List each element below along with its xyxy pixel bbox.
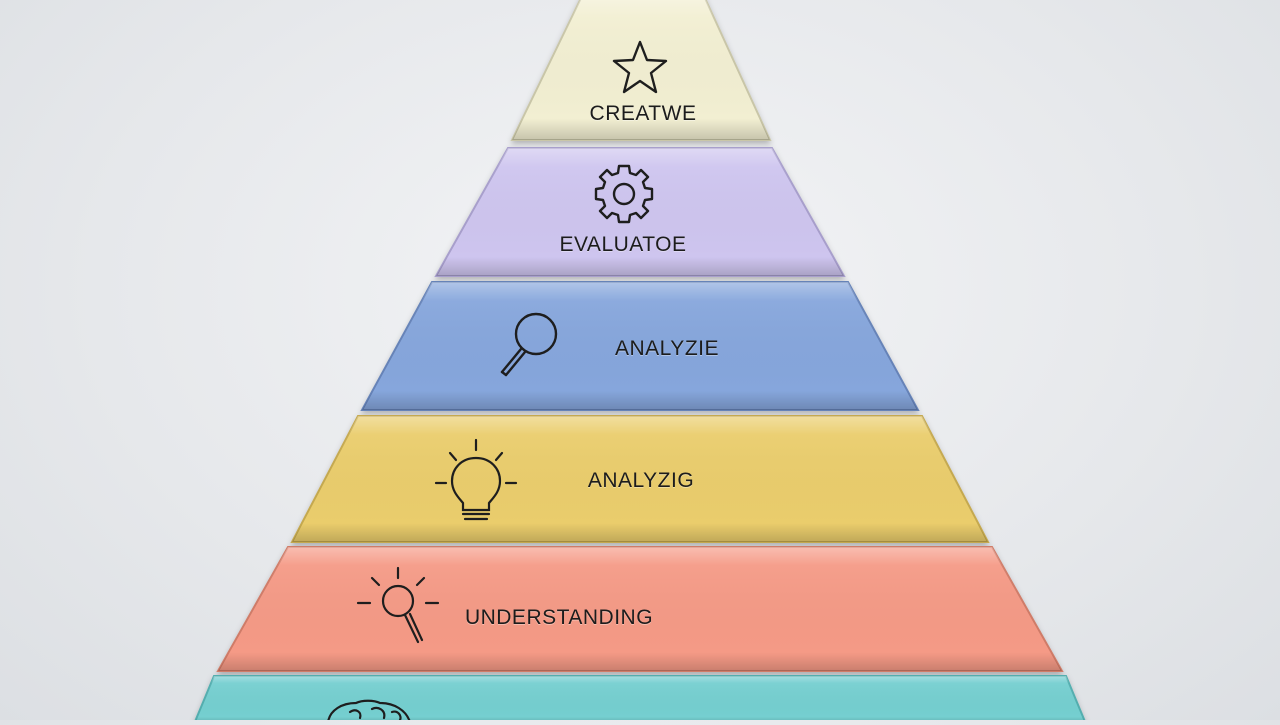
lightbulb-icon	[434, 438, 518, 521]
star-icon	[612, 40, 668, 94]
layer-label-analyze: ANALYZIE	[615, 337, 719, 360]
search-sparkle-icon	[356, 566, 440, 644]
magnifier-icon	[500, 312, 558, 377]
layer-evaluate	[434, 147, 846, 277]
layer-remember	[192, 675, 1088, 725]
layer-analyze	[360, 281, 920, 411]
layer-create	[510, 0, 772, 141]
layer-label-create: CREATWE	[589, 102, 697, 125]
layer-understanding	[216, 546, 1064, 672]
layer-label-evaluate: EVALUATOE	[559, 233, 687, 256]
brain-icon	[326, 699, 412, 724]
layer-apply	[290, 415, 990, 543]
layer-label-apply: ANALYZIG	[587, 469, 695, 492]
layer-label-understanding: UNDERSTANDING	[464, 606, 654, 629]
gear-icon	[594, 164, 654, 224]
